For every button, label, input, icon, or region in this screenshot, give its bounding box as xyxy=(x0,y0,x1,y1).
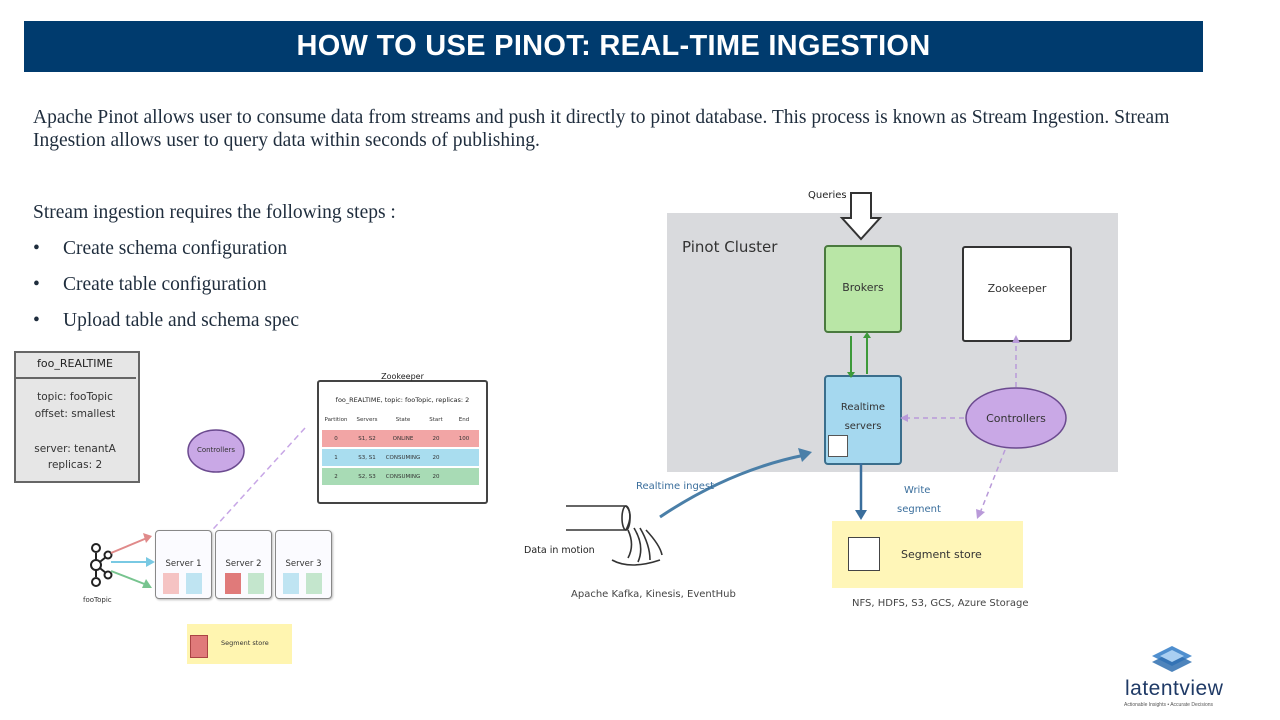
table-config-topic: topic: fooTopic xyxy=(37,391,113,403)
servers-label: servers xyxy=(844,421,882,432)
brokers-box xyxy=(824,245,902,333)
zk-cell: 100 xyxy=(458,436,470,442)
storage-label: NFS, HDFS, S3, GCS, Azure Storage xyxy=(852,598,1029,609)
zk-col-header: End xyxy=(458,417,470,423)
realtime-segment xyxy=(828,435,848,457)
title-bar xyxy=(24,21,1203,72)
zk-row-1-bg xyxy=(322,449,479,466)
write-label: Write xyxy=(904,485,931,496)
step-label: Upload table and schema spec xyxy=(63,310,300,331)
zk-col-header: Servers xyxy=(356,417,378,423)
table-config-offset: offset: smallest xyxy=(34,408,116,420)
zookeeper-card-subtitle: foo_REALTIME, topic: fooTopic, replicas:… xyxy=(335,396,470,404)
zk-row-2-bg xyxy=(322,468,479,485)
intro-paragraph: Apache Pinot allows user to consume data… xyxy=(33,107,1170,151)
step-item: •Upload table and schema spec xyxy=(33,310,300,331)
zk-cell: 1 xyxy=(334,455,338,461)
realtime-label: Realtime xyxy=(840,402,886,413)
controllers-label-left: Controllers xyxy=(196,446,236,454)
pipe-icon xyxy=(566,505,663,566)
zk-col-header: Start xyxy=(429,417,443,423)
queries-arrow xyxy=(839,192,883,241)
realtime-ingest-arrow xyxy=(659,453,806,519)
server-card-3: Server 3 xyxy=(275,530,332,599)
zk-cell: S1, S2 xyxy=(358,436,376,442)
step-item: •Create schema configuration xyxy=(33,238,288,259)
zk-col-header: State xyxy=(395,417,411,423)
table-config-replicas: replicas: 2 xyxy=(47,459,103,471)
step-label: Create schema configuration xyxy=(63,238,288,259)
step-label: Create table configuration xyxy=(63,274,267,295)
kafka-arrow-red xyxy=(110,537,148,554)
zk-cell: S3, S1 xyxy=(358,455,376,461)
server-label: Server 3 xyxy=(285,559,322,569)
logo-text: latentview xyxy=(1125,677,1224,700)
zookeeper-box xyxy=(962,246,1072,342)
pinot-cluster-label: Pinot Cluster xyxy=(682,238,778,256)
table-config-server: server: tenantA xyxy=(34,443,116,455)
segment-block xyxy=(163,573,179,594)
steps-heading: Stream ingestion requires the following … xyxy=(33,202,396,223)
zk-cell: 20 xyxy=(432,455,440,461)
logo-wordmark: latentview xyxy=(1125,677,1223,701)
zk-cell: 20 xyxy=(432,436,440,442)
segment-store-left: Segment store xyxy=(187,624,292,664)
data-in-motion-label: Data in motion xyxy=(524,545,595,556)
segment-block xyxy=(306,573,322,594)
zk-cell: 0 xyxy=(334,436,338,442)
segment-block xyxy=(248,573,264,594)
segment-store-label: Segment store xyxy=(221,639,269,647)
table-config-title: foo_REALTIME xyxy=(14,351,136,379)
latentview-logo-icon xyxy=(1152,646,1192,672)
realtime-ingest-label: Realtime ingest xyxy=(636,481,715,492)
controllers-ellipse xyxy=(187,429,245,473)
brokers-label: Brokers xyxy=(842,281,884,294)
zookeeper-table-card: Zookeeper foo_REALTIME, topic: fooTopic,… xyxy=(317,372,488,504)
segment-store-label-right: Segment store xyxy=(901,548,982,561)
zk-cell: ONLINE xyxy=(392,436,414,442)
zk-cell: 2 xyxy=(334,474,338,480)
table-config-box xyxy=(14,351,140,483)
zk-cell: S2, S3 xyxy=(358,474,376,480)
segment-block xyxy=(283,573,299,594)
server-label: Server 2 xyxy=(225,559,262,569)
zookeeper-label: Zookeeper xyxy=(987,282,1047,295)
segment-block xyxy=(225,573,241,594)
ctrl-to-store-arrow xyxy=(979,449,1006,514)
kafka-arrow-green xyxy=(110,570,148,586)
server-card-2: Server 2 xyxy=(215,530,272,599)
segment-block xyxy=(186,573,202,594)
controllers-label-right: Controllers xyxy=(986,412,1046,425)
controllers-ellipse-right xyxy=(965,387,1067,449)
step-item: •Create table configuration xyxy=(33,274,267,295)
server-card-1: Server 1 xyxy=(155,530,212,599)
zk-row-0-bg xyxy=(322,430,479,447)
queries-label: Queries xyxy=(808,190,847,201)
page-title: HOW TO USE PINOT: REAL-TIME INGESTION xyxy=(296,30,931,62)
kafka-logo-icon xyxy=(90,543,113,587)
zk-cell: 20 xyxy=(432,474,440,480)
segment-block xyxy=(190,635,208,658)
zk-cell: CONSUMING xyxy=(385,474,421,480)
zk-cell: CONSUMING xyxy=(385,455,421,461)
zookeeper-card-title: Zookeeper xyxy=(381,372,424,381)
kafka-topic-label: fooTopic xyxy=(83,596,112,604)
server-label: Server 1 xyxy=(165,559,202,569)
segment-block-right xyxy=(848,537,880,571)
sources-label: Apache Kafka, Kinesis, EventHub xyxy=(571,589,736,600)
segment-label: segment xyxy=(897,504,941,515)
logo-tagline: Actionable Insights • Accurate Decisions xyxy=(1124,702,1214,708)
zk-col-header: Partition xyxy=(324,417,348,423)
